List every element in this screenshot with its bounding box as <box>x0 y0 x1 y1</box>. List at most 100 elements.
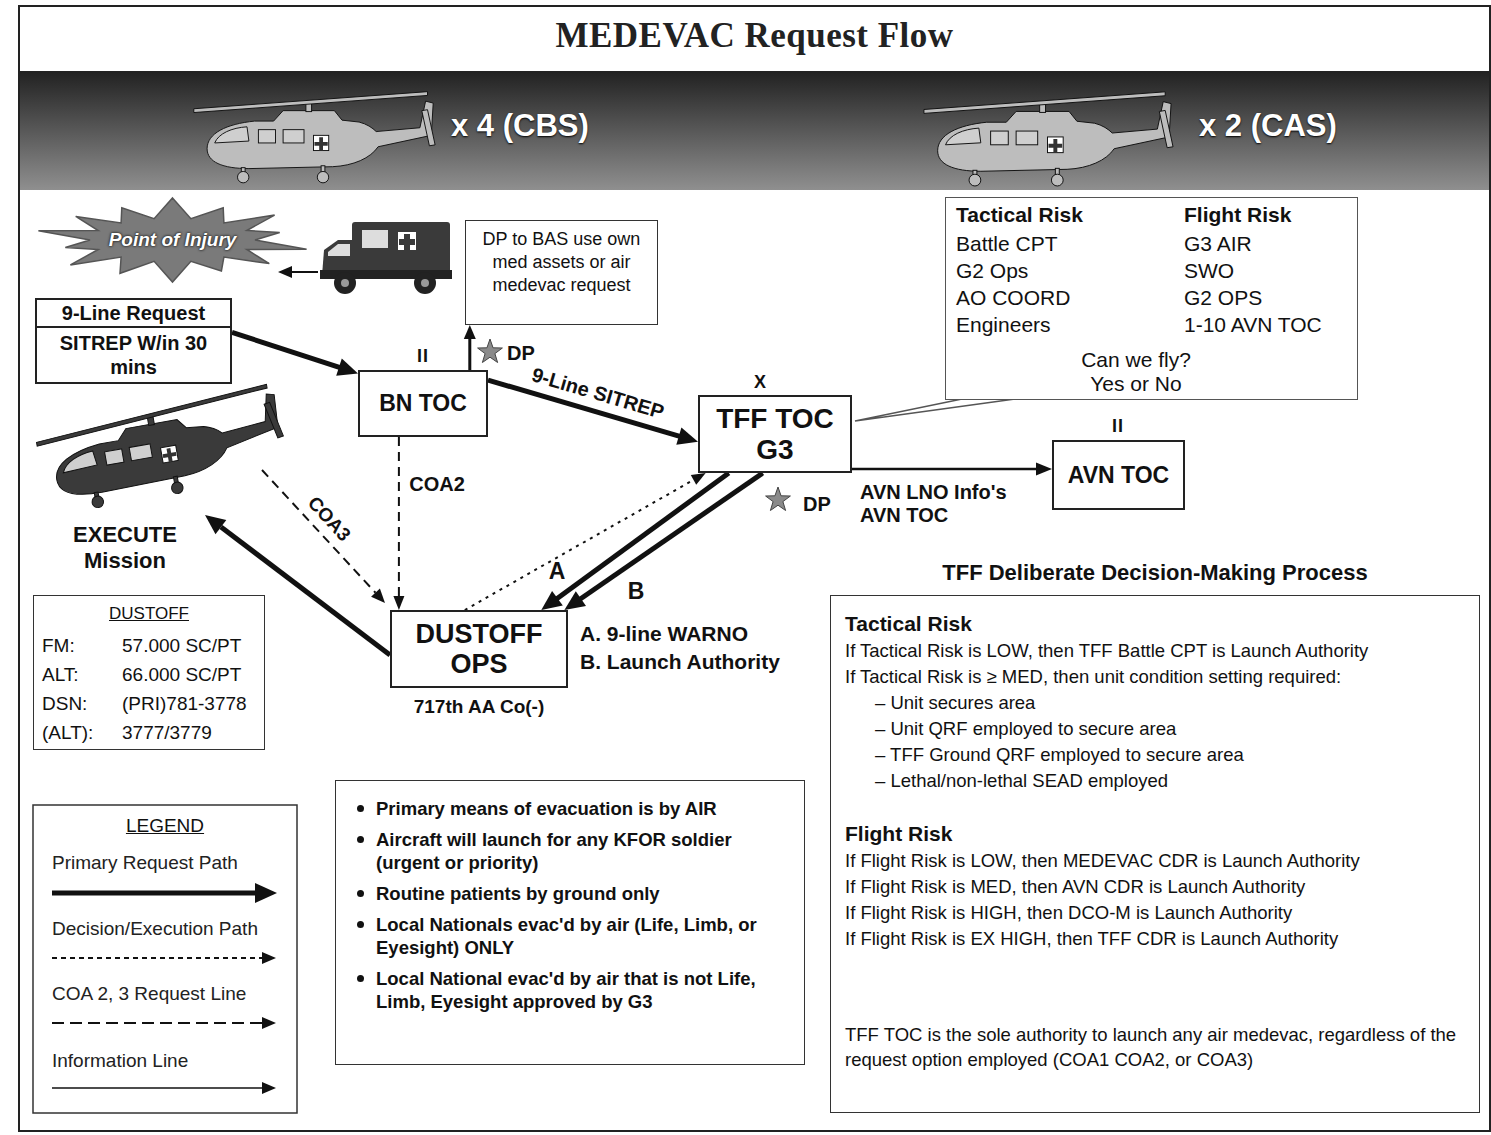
legend-sample-line <box>52 1087 263 1089</box>
arrow-head <box>255 883 277 903</box>
wheel <box>414 272 436 294</box>
contact-cell: ALT: <box>42 663 79 686</box>
decision-point-label: DP <box>803 493 831 516</box>
risk-item: Engineers <box>956 312 1051 338</box>
contact-cell: (ALT): <box>42 721 93 744</box>
box-label: DUSTOFF OPS <box>396 619 562 679</box>
legend-text: Information Line <box>52 1050 188 1072</box>
connector-label: A <box>546 559 569 583</box>
ambulance-windshield <box>328 244 350 256</box>
contact-heading: DUSTOFF <box>34 602 264 625</box>
connector <box>852 463 1052 476</box>
connector <box>232 332 358 375</box>
arrow-head <box>541 591 563 610</box>
risk-item: Battle CPT <box>956 231 1058 257</box>
aircraft-count: x 2 (CAS) <box>1199 108 1337 144</box>
legend-sample-line <box>52 957 263 959</box>
connector-line <box>852 468 1038 471</box>
unit-caption: 717th AA Co(-) <box>372 696 586 718</box>
ambulance-body <box>352 222 450 274</box>
risk-callout: Tactical RiskBattle CPTG2 OpsAO COORDEng… <box>945 197 1358 400</box>
process-subrule: – Unit QRF employed to secure area <box>845 716 1467 742</box>
title-rule <box>19 71 1490 73</box>
contact-box: DUSTOFFFM:57.000 SC/PTALT:66.000 SC/PTDS… <box>33 595 265 750</box>
helicopter-icon <box>194 92 435 183</box>
arrow-head <box>336 359 358 376</box>
risk-item: G2 OPS <box>1184 285 1262 311</box>
process-heading: Tactical Risk <box>845 610 1467 638</box>
process-subrule: – TFF Ground QRF employed to secure area <box>845 742 1467 768</box>
connector-line <box>468 338 471 370</box>
command-box: BN TOC <box>358 370 488 437</box>
helicopter-icon <box>924 92 1173 186</box>
execute-label: EXECUTE Mission <box>50 522 200 574</box>
risk-item: SWO <box>1184 258 1234 284</box>
arrow-head <box>564 591 586 610</box>
command-box: AVN TOC <box>1052 440 1185 510</box>
diagram-title: MEDEVAC Request Flow <box>19 16 1490 56</box>
connector-label: B <box>625 579 648 603</box>
note-text: DP to BAS use own med assets or air mede… <box>474 228 649 297</box>
wheel-hub <box>421 279 429 287</box>
process-note: TFF TOC is the sole authority to launch … <box>845 1022 1467 1072</box>
bullet-dot <box>357 890 364 897</box>
legend-text: Primary Request Path <box>52 852 238 874</box>
arrow-head <box>262 1017 276 1029</box>
decision-point-star <box>766 487 791 511</box>
request-box: 9-Line RequestSITREP W/in 30 mins <box>35 298 232 384</box>
ambulance-icon <box>320 222 452 294</box>
ambulance-cross-patch <box>398 232 416 250</box>
unit-size-symbol: II <box>417 346 429 367</box>
legend-text: COA 2, 3 Request Line <box>52 983 246 1005</box>
process-rule: If Flight Risk is EX HIGH, then TFF CDR … <box>845 926 1467 952</box>
process-title: TFF Deliberate Decision-Making Process <box>831 560 1479 586</box>
decision-point-star <box>478 339 503 363</box>
process-rule: If Flight Risk is LOW, then MEDEVAC CDR … <box>845 848 1467 874</box>
unit-size-symbol: X <box>754 372 766 393</box>
decision-process-box: TFF Deliberate Decision-Making ProcessTa… <box>830 595 1480 1113</box>
contact-cell: DSN: <box>42 692 87 715</box>
arrow-head <box>205 515 226 534</box>
connector-line <box>579 473 763 600</box>
callout-tail <box>855 399 1015 421</box>
arrow-head <box>371 589 385 603</box>
policy-item: Routine patients by ground only <box>352 882 792 905</box>
request-title: 9-Line Request <box>37 300 230 328</box>
connector <box>465 473 706 610</box>
burst-shape <box>38 198 306 282</box>
arrow-head <box>676 428 698 445</box>
connector <box>541 473 729 610</box>
process-rule: If Tactical Risk is LOW, then TFF Battle… <box>845 638 1467 664</box>
box-label: AVN TOC <box>1068 462 1169 489</box>
risk-heading: Tactical Risk <box>956 202 1083 228</box>
arrow-head <box>262 952 276 964</box>
contact-cell: FM: <box>42 634 75 657</box>
process-rule: If Flight Risk is HIGH, then DCO-M is La… <box>845 900 1467 926</box>
contact-cell: 3777/3779 <box>122 721 212 744</box>
connector-line <box>398 437 400 597</box>
connector-label: AVN LNO Info's AVN TOC <box>857 481 1053 527</box>
command-box: DUSTOFF OPS717th AA Co(-) <box>390 610 568 688</box>
arrow-head <box>691 473 706 485</box>
arrow-head <box>278 266 292 278</box>
legend-box <box>33 805 297 1113</box>
risk-item: 1-10 AVN TOC <box>1184 312 1322 338</box>
ambulance-arrow <box>290 271 318 273</box>
legend-text: Decision/Execution Path <box>52 918 258 940</box>
risk-heading: Flight Risk <box>1184 202 1291 228</box>
point-of-injury-burst: Point of Injury <box>35 198 310 282</box>
bullet-dot <box>357 975 364 982</box>
connector-line <box>232 332 341 367</box>
helicopter-band: x 4 (CBS)x 2 (CAS) <box>19 72 1490 190</box>
process-rule: If Tactical Risk is ≥ MED, then unit con… <box>845 664 1467 690</box>
process-heading: Flight Risk <box>845 820 1467 848</box>
bullet-dot <box>357 836 364 843</box>
legend-title: LEGEND <box>126 815 204 837</box>
connector <box>564 473 762 610</box>
contact-cell: (PRI)781-3778 <box>122 692 247 715</box>
risk-item: AO COORD <box>956 285 1070 311</box>
arrow-head <box>393 596 404 610</box>
request-detail: SITREP W/in 30 mins <box>37 328 230 382</box>
contact-cell: 57.000 SC/PT <box>122 634 241 657</box>
